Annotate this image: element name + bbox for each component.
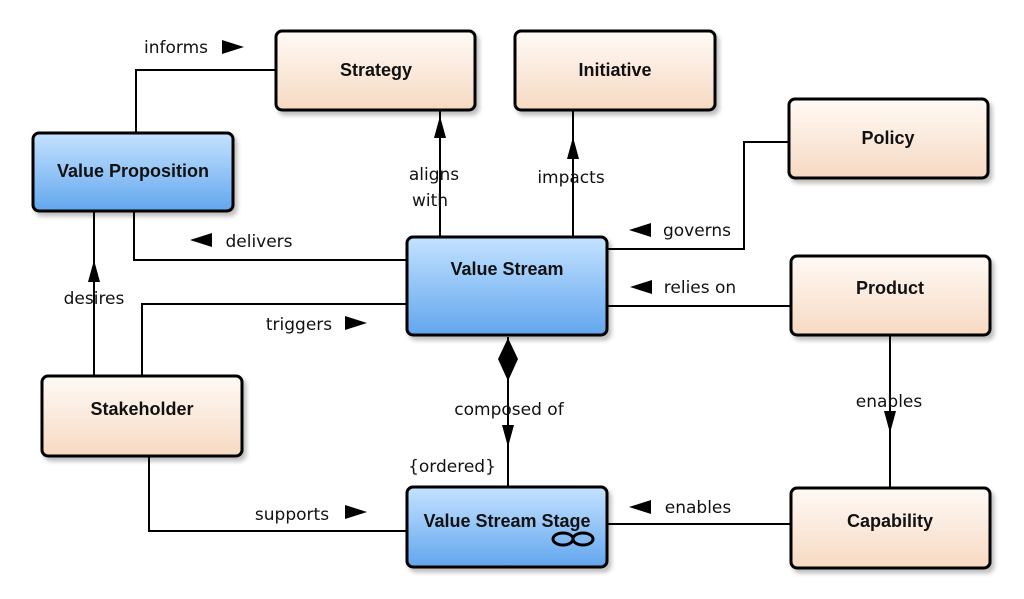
node-value-proposition[interactable]: Value Proposition [31, 131, 235, 213]
enables-product-arrow-icon [884, 411, 896, 433]
label-informs: informs [144, 38, 208, 58]
node-initiative[interactable]: Initiative [513, 29, 717, 112]
node-label-strategy: Strategy [340, 60, 412, 80]
edge-supports [148, 457, 407, 532]
label-aligns: aligns [409, 165, 459, 185]
node-strategy[interactable]: Strategy [274, 29, 477, 112]
node-label-policy: Policy [861, 128, 914, 148]
node-label-value-stream-stage: Value Stream Stage [423, 511, 590, 531]
delivers-arrow-icon [190, 233, 212, 247]
aligns-with-arrow-icon [434, 116, 446, 138]
label-ordered: {ordered} [408, 457, 496, 477]
label-impacts: impacts [537, 168, 605, 188]
node-stakeholder[interactable]: Stakeholder [40, 374, 244, 458]
node-label-value-stream: Value Stream [450, 259, 563, 279]
desires-arrow-icon [88, 260, 100, 282]
node-policy[interactable]: Policy [787, 97, 990, 180]
edge-delivers [133, 211, 407, 261]
label-composed-of: composed of [454, 400, 564, 420]
composed-of-arrow-icon [502, 425, 514, 447]
node-label-product: Product [856, 278, 924, 298]
label-relies-on: relies on [664, 278, 736, 298]
node-product[interactable]: Product [789, 254, 992, 337]
label-triggers: triggers [266, 315, 332, 335]
node-label-stakeholder: Stakeholder [90, 399, 193, 419]
edge-triggers [141, 303, 407, 376]
label-with: with [412, 191, 448, 211]
relies-on-arrow-icon [630, 280, 652, 294]
node-label-value-proposition: Value Proposition [57, 161, 209, 181]
edge-governs [607, 141, 789, 250]
node-label-initiative: Initiative [578, 60, 651, 80]
label-governs: governs [663, 221, 731, 241]
label-enables-capability: enables [665, 498, 732, 518]
label-desires: desires [64, 289, 125, 309]
triggers-arrow-icon [345, 316, 367, 330]
enables-capability-arrow-icon [629, 500, 651, 514]
informs-arrow-icon [222, 40, 244, 54]
node-value-stream[interactable]: Value Stream [405, 235, 609, 337]
label-enables-product: enables [856, 392, 923, 412]
label-delivers: delivers [225, 232, 292, 252]
supports-arrow-icon [345, 505, 367, 519]
node-value-stream-stage[interactable]: Value Stream Stage [405, 485, 609, 569]
aggregation-diamond-icon [498, 338, 518, 381]
impacts-arrow-icon [567, 137, 579, 159]
node-label-capability: Capability [847, 511, 933, 531]
label-supports: supports [255, 505, 329, 525]
infinity-icon [551, 531, 595, 547]
node-capability[interactable]: Capability [789, 486, 992, 570]
governs-arrow-icon [629, 223, 651, 237]
edge-informs [135, 69, 276, 133]
